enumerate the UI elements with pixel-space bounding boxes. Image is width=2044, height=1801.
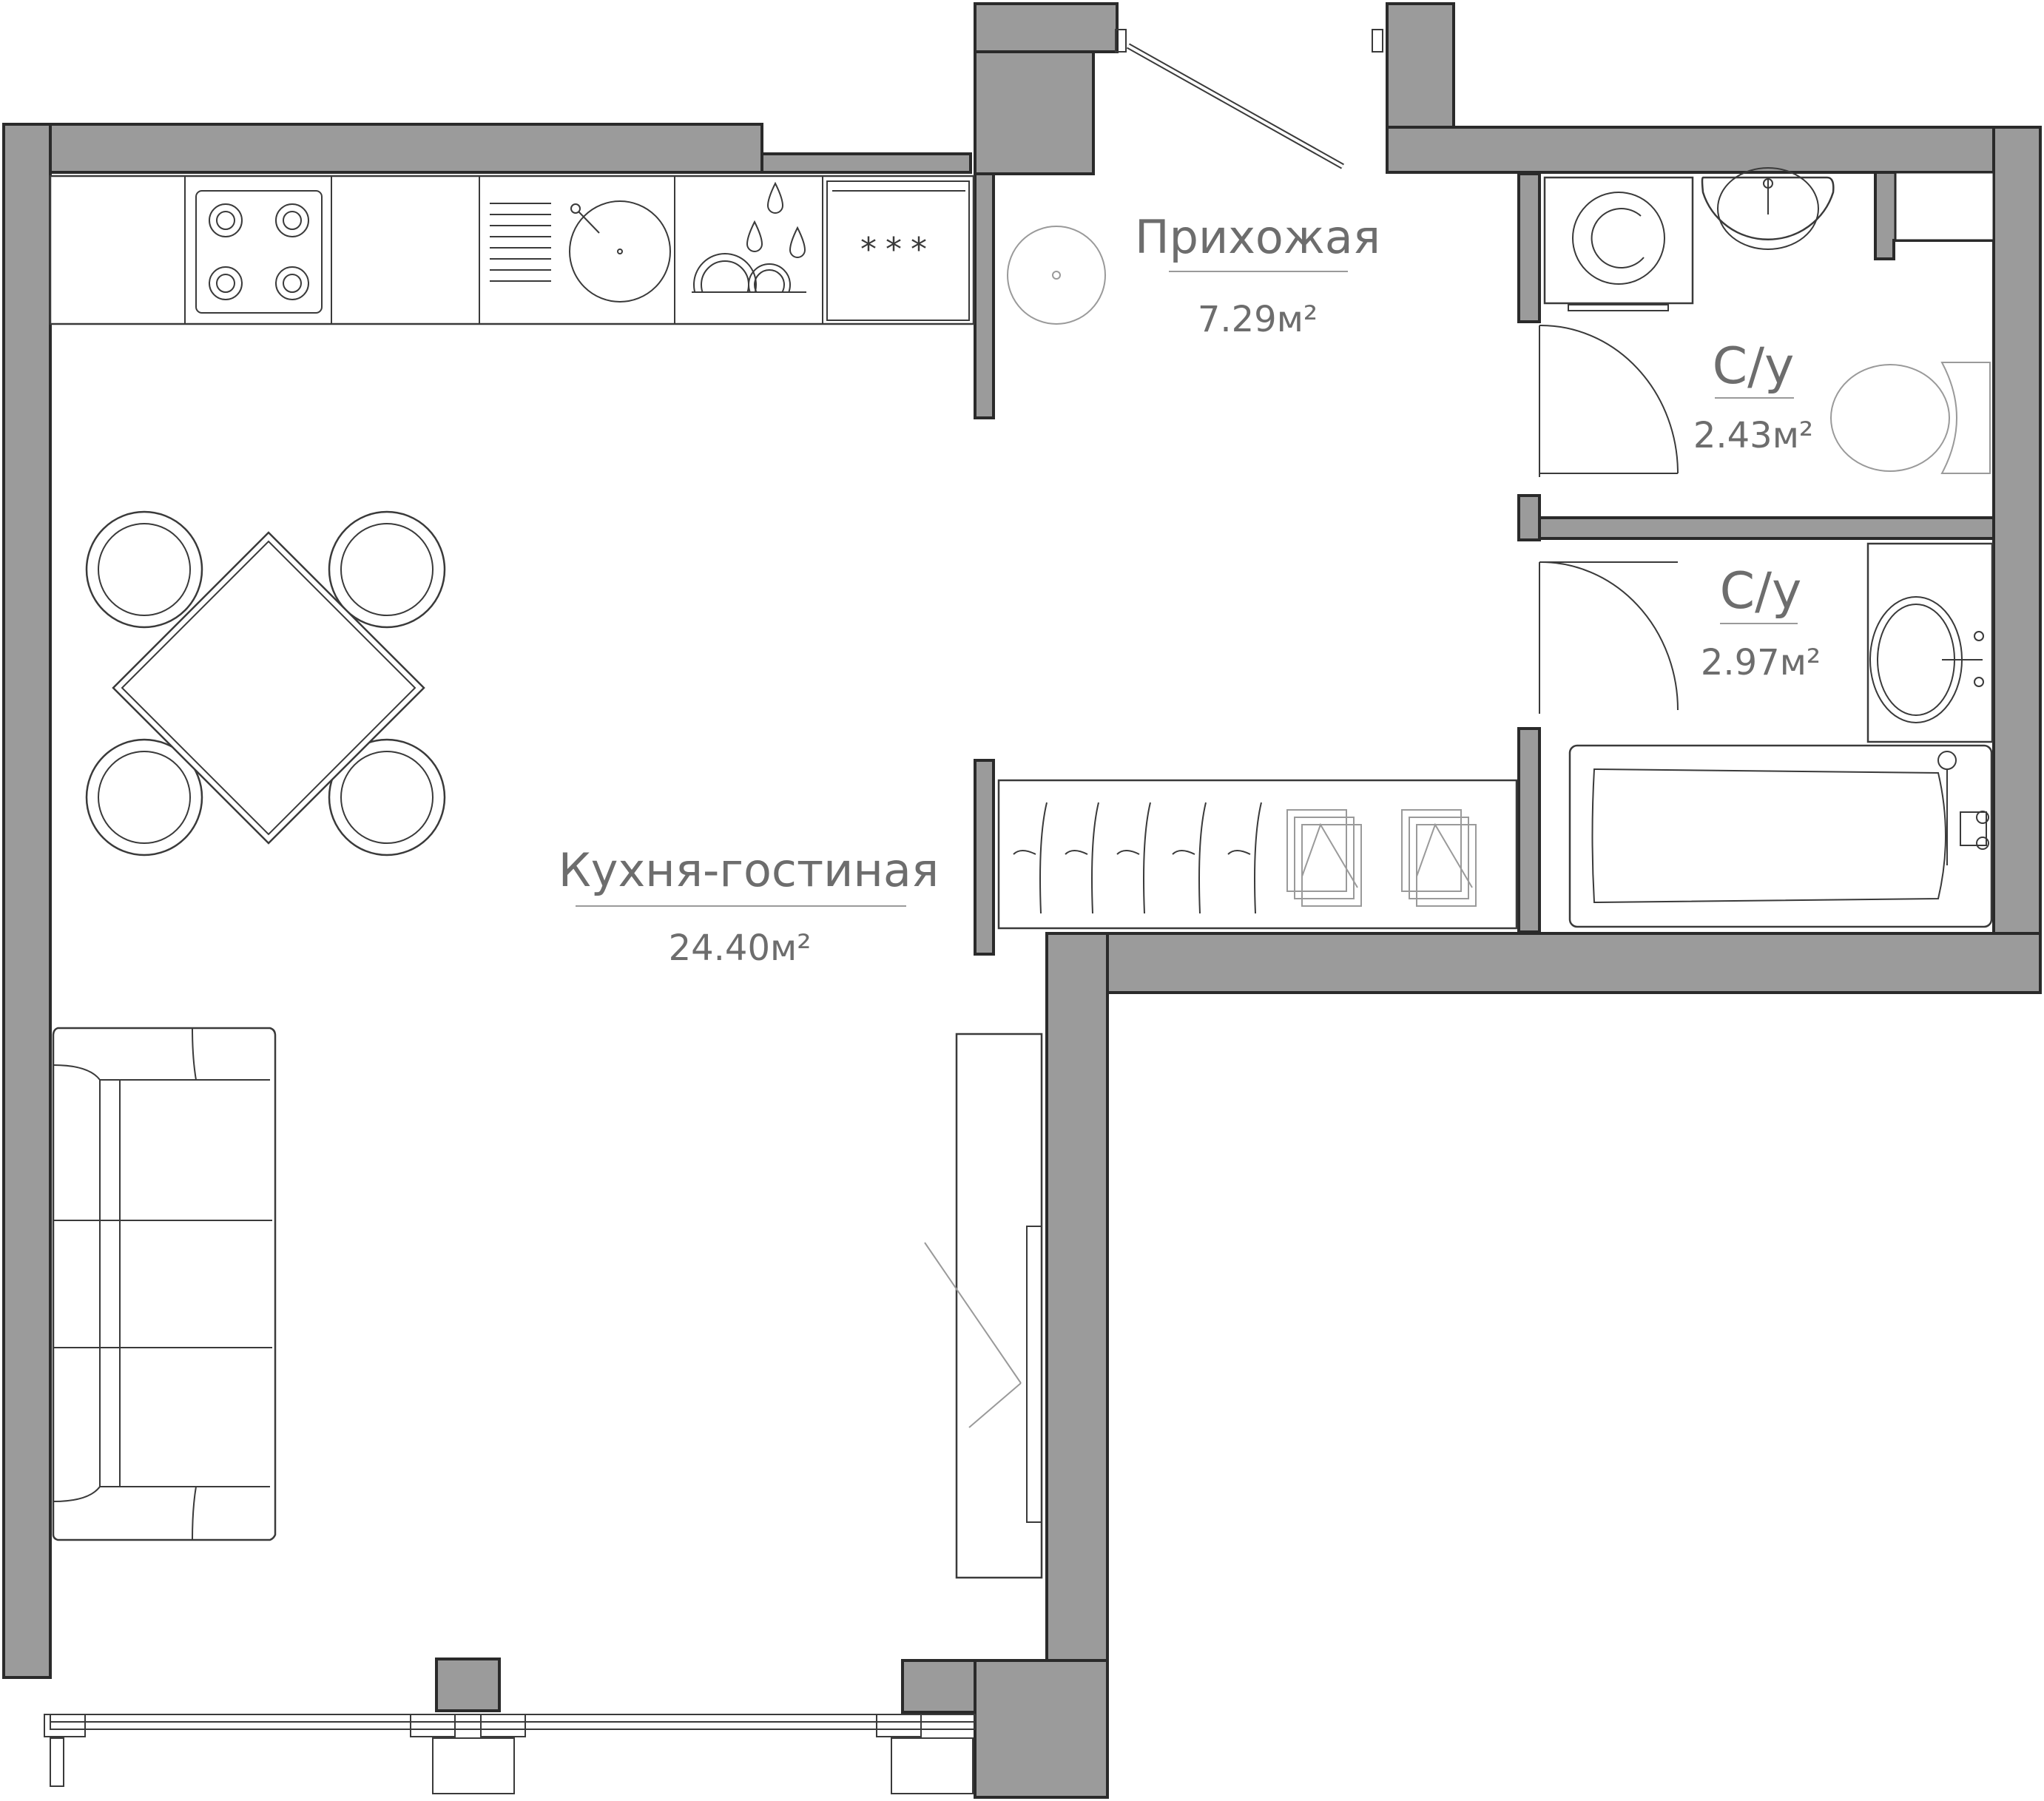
folded-clothes-icon: [1286, 809, 1477, 907]
room-name-hallway: Прихожая: [1135, 210, 1380, 264]
washbasin-2-icon: [1866, 542, 1994, 743]
toilet-icon: [1830, 362, 1991, 474]
wall-bath-nub-3: [1517, 727, 1541, 933]
table-top: [112, 531, 425, 845]
room-area-hallway: 7.29м²: [1198, 299, 1318, 340]
wall-bath-nub-2: [1517, 494, 1541, 541]
tv-unit: [924, 1033, 1043, 1579]
label-kitchen-living: Кухня-гостиная 24.40м²: [559, 843, 939, 969]
window-bottom: [44, 1714, 976, 1794]
wall-hall-stub-top: [974, 172, 995, 419]
wall-bath-nub-1: [1517, 172, 1541, 323]
entrance-door: [1115, 29, 1383, 169]
hangers-icon: [1013, 802, 1262, 914]
wall-lower-right: [1045, 932, 2042, 994]
wall-bath-partition: [1521, 516, 1995, 540]
room-name-bathroom-2: С/у: [1720, 562, 1802, 621]
washing-machine-icon: [1543, 176, 1694, 311]
wall-left: [2, 123, 52, 1679]
label-bathroom-2: С/у 2.97м²: [1701, 562, 1821, 683]
sofa: [52, 1027, 277, 1541]
wardrobe: [997, 779, 1518, 930]
bathroom-1-fixtures: [1539, 167, 1991, 477]
fridge-symbol: ***: [860, 231, 936, 268]
room-area-bathroom-2: 2.97м²: [1701, 642, 1821, 683]
room-name-kitchen-living: Кухня-гостиная: [559, 843, 939, 897]
wall-inner-vertical: [1045, 932, 1109, 1799]
chair-bottom-right: [328, 738, 446, 856]
bathroom-2-fixtures: [1539, 542, 1994, 928]
kitchen-sink-icon: [490, 200, 671, 303]
wall-top-left-step: [760, 152, 972, 174]
label-bathroom-1: С/у 2.43м²: [1693, 337, 1813, 456]
fridge-icon: ***: [826, 180, 970, 321]
chair-top-left: [85, 510, 203, 629]
wall-top-right: [1386, 126, 2042, 174]
room-name-bathroom-1: С/у: [1713, 337, 1795, 396]
wall-hall-stub-bottom: [974, 759, 995, 956]
wall-window-pillar: [435, 1658, 501, 1712]
chair-bottom-left: [85, 738, 203, 856]
wall-bottom-step: [901, 1659, 977, 1714]
wall-bottom-pillar: [974, 1659, 1109, 1799]
chair-top-right: [328, 510, 446, 629]
dishwasher-icon: [688, 181, 806, 322]
kitchen-counter: ***: [49, 175, 975, 325]
dining-table: [85, 510, 446, 856]
wall-top-left: [2, 123, 763, 174]
wall-right: [1992, 126, 2042, 994]
room-area-kitchen-living: 24.40м²: [669, 927, 812, 969]
hob-icon: [195, 190, 323, 314]
wall-entrance-cap: [974, 2, 1119, 53]
label-hallway: Прихожая 7.29м²: [1135, 210, 1380, 340]
washbasin-icon: [1701, 167, 1835, 250]
room-area-bathroom-1: 2.43м²: [1693, 415, 1813, 456]
hall-fixture-icon: [1007, 226, 1106, 325]
wall-entrance-pillar: [974, 50, 1095, 175]
shaft-inner: [1894, 171, 1995, 242]
bathtub-icon: [1568, 744, 1993, 928]
